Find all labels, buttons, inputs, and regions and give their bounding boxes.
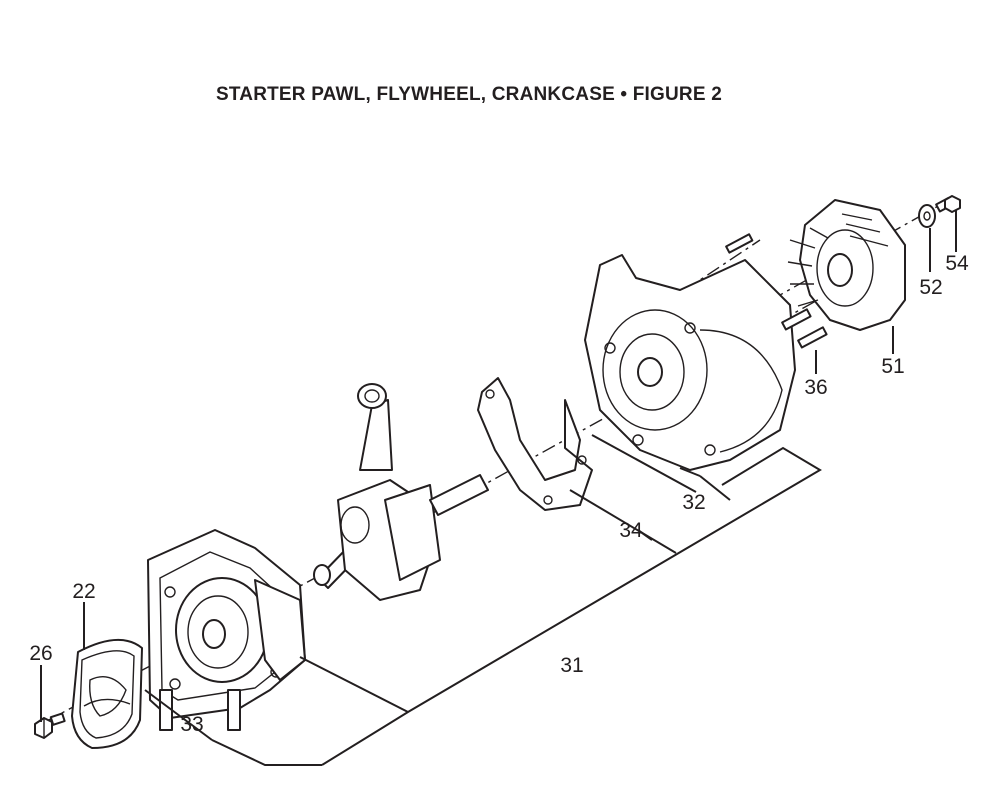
callout-22: 22 bbox=[72, 580, 95, 603]
page-title: STARTER PAWL, FLYWHEEL, CRANKCASE • FIGU… bbox=[216, 84, 722, 105]
callout-33: 33 bbox=[180, 713, 203, 736]
callout-34: 34 bbox=[619, 519, 643, 542]
part-33-crankcase-front bbox=[147, 529, 306, 731]
part-52-washer bbox=[918, 204, 936, 228]
callout-51: 51 bbox=[881, 355, 904, 378]
callout-31: 31 bbox=[560, 654, 583, 677]
part-51-flywheel bbox=[787, 199, 906, 331]
callout-26: 26 bbox=[29, 642, 52, 665]
part-36-screws bbox=[725, 233, 828, 349]
leader-lines bbox=[40, 210, 957, 766]
callout-36: 36 bbox=[804, 376, 827, 399]
part-26-bolt bbox=[34, 712, 66, 739]
callout-54: 54 bbox=[945, 252, 969, 275]
part-32-crankcase-rear bbox=[584, 254, 796, 471]
part-34-gasket bbox=[477, 377, 593, 511]
part-22-starter-pawl bbox=[71, 638, 143, 749]
part-54-bolt bbox=[935, 195, 961, 213]
callout-52: 52 bbox=[919, 276, 942, 299]
part-crankshaft bbox=[313, 383, 489, 601]
callout-32: 32 bbox=[682, 491, 705, 514]
